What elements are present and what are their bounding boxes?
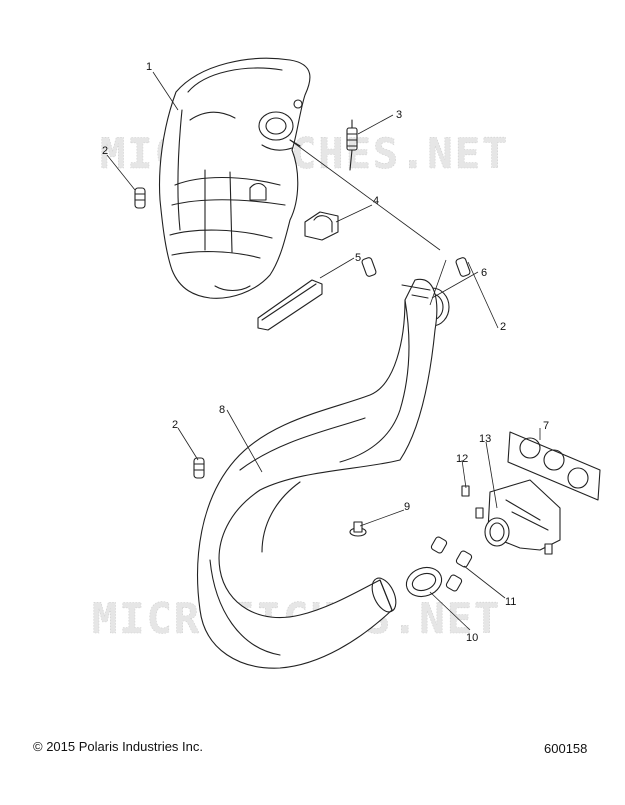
callout-3: 3	[396, 109, 402, 121]
flange-gasket-part-7	[507, 431, 601, 501]
drawing-number: 600158	[544, 741, 588, 756]
callout-5: 5	[355, 252, 361, 264]
spring-part-2-middle-right	[455, 257, 471, 277]
spring-part-2-middle-left	[361, 257, 377, 277]
muffler-part-1	[158, 57, 311, 299]
callout-12: 12	[456, 453, 468, 465]
clamp-part-10	[405, 566, 443, 598]
callout-11: 11	[505, 596, 516, 608]
callout-2a: 2	[102, 145, 108, 157]
callout-4: 4	[373, 195, 379, 207]
callout-2c: 2	[172, 419, 178, 431]
copyright-text: © 2015 Polaris Industries Inc.	[33, 739, 203, 754]
manifold-part-13	[484, 479, 561, 551]
callout-8: 8	[219, 404, 225, 416]
callout-2b: 2	[500, 321, 506, 333]
heat-shield-part-5	[257, 279, 323, 331]
callout-10: 10	[466, 632, 478, 644]
spring-part-2-upper-left	[134, 187, 146, 209]
callout-9: 9	[404, 501, 410, 513]
spring-part-3	[346, 119, 358, 171]
clip-part-4	[304, 211, 339, 241]
grommet-part-9	[349, 521, 367, 537]
spring-part-2-lower-left	[193, 457, 205, 479]
spring-part-11	[430, 536, 473, 592]
watermark-bottom: MICROFICHES.NET	[92, 594, 501, 643]
head-pipe-part-8	[197, 278, 438, 669]
callout-1: 1	[146, 61, 152, 73]
callout-7: 7	[543, 420, 549, 432]
callout-6: 6	[481, 267, 487, 279]
callout-13: 13	[479, 433, 491, 445]
